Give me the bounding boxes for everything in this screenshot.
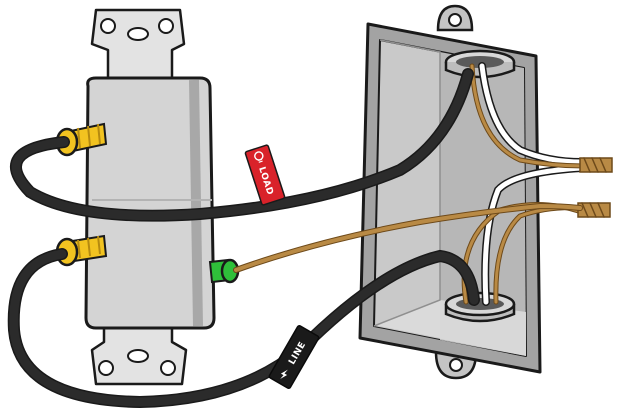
- light-switch: [84, 8, 216, 386]
- lightning-bolt-icon: [280, 369, 288, 380]
- electrical-box: [358, 4, 542, 380]
- twisted-splice-white: [579, 157, 613, 173]
- external-wires: [7, 68, 583, 409]
- cable-clamp-bottom: [444, 291, 516, 323]
- line-tag: LINE: [268, 325, 320, 389]
- ground-screw: [208, 258, 240, 284]
- load-tag: LOAD: [244, 144, 286, 206]
- twisted-splice-ground: [577, 202, 611, 218]
- lightbulb-icon: [254, 151, 264, 163]
- switch-body: [84, 76, 216, 330]
